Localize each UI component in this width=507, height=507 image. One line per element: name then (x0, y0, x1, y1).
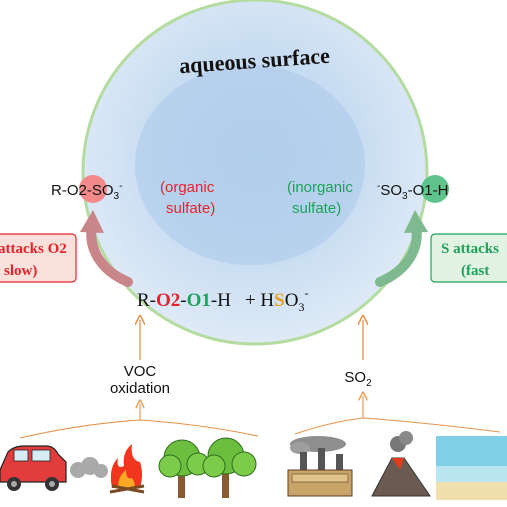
o2-highlight-circle (79, 175, 107, 203)
left-attack-box (0, 233, 77, 283)
inorganic-sulfate-formula: -SO3-O1-H (377, 175, 449, 203)
organic-sulfate-formula: R-O2-SO3- (51, 175, 122, 203)
organic-sulfate-label-1: (organic (160, 179, 215, 196)
right-reaction-arrowhead (404, 210, 428, 233)
left-reaction-arrowhead (80, 210, 104, 233)
svg-text:R-O2-SO3-: R-O2-SO3- (51, 181, 122, 202)
so2-source-lines (294, 396, 501, 435)
trees-icon (158, 437, 257, 498)
inorganic-sulfate-label-2: sulfate) (292, 200, 341, 217)
voc-label-2: oxidation (110, 380, 170, 397)
inorganic-sulfate-label-1: (inorganic (287, 179, 353, 196)
droplet-inner-glow (135, 65, 365, 265)
reactant-equation: R-O2-O1-H+ HSO3- (137, 286, 308, 314)
voc-source-lines (19, 404, 259, 439)
right-attack-box (430, 233, 507, 283)
factory-icon (287, 436, 353, 497)
so2-label: SO2 (344, 369, 372, 389)
volcano-icon (371, 431, 431, 497)
left-attack-line2: slow) (4, 263, 37, 279)
organic-sulfate-label-2: sulfate) (166, 200, 215, 217)
o1-highlight-circle (421, 175, 449, 203)
right-attack-line1: S attacks (441, 241, 499, 257)
fire-icon (109, 444, 145, 494)
voc-label-1: VOC (124, 363, 157, 380)
left-attack-line1: attacks O2 (0, 241, 67, 257)
ocean-icon (436, 436, 507, 500)
exhaust-smoke-icon (70, 457, 108, 478)
right-attack-line2: (fast (461, 263, 489, 279)
svg-text:-SO3-O1-H: -SO3-O1-H (377, 181, 448, 202)
car-icon (0, 445, 67, 491)
